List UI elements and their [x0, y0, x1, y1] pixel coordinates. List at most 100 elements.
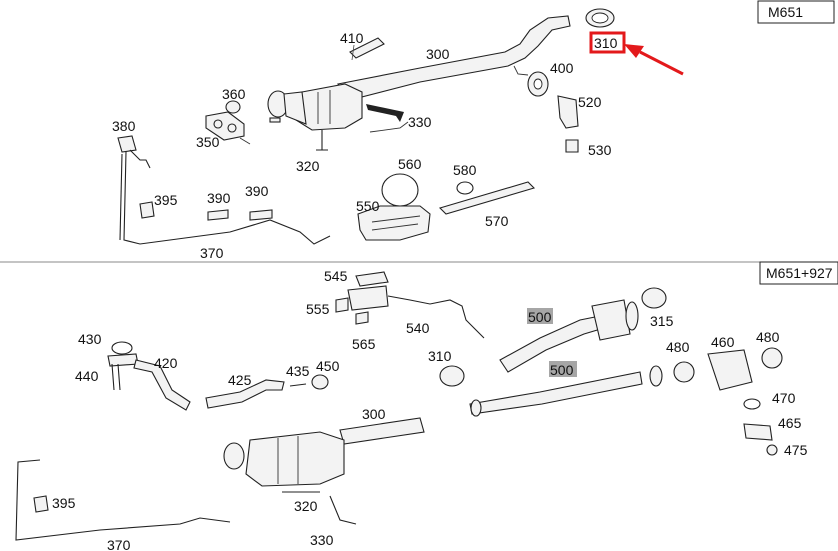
clamp-580 — [456, 181, 474, 195]
gasket-350 — [205, 111, 245, 141]
clamp-310-bottom — [439, 365, 465, 387]
clamp-310-inner — [591, 12, 609, 24]
part-360 — [225, 100, 241, 114]
callout: 580 — [453, 162, 477, 178]
arrow-330 — [366, 104, 404, 122]
callout: 440 — [75, 368, 99, 384]
front-pipe-flange — [625, 301, 639, 331]
gasket-hole-a — [213, 119, 223, 129]
bolt-350 — [239, 137, 251, 145]
highlight-arrowhead — [624, 44, 644, 58]
callout: 350 — [196, 134, 220, 150]
callout: 395 — [154, 192, 178, 208]
filter-bands — [317, 90, 331, 124]
callout: 390 — [245, 183, 269, 199]
callout: 470 — [772, 390, 796, 406]
bolt-435 — [289, 383, 307, 387]
clamp-320 — [316, 130, 328, 151]
section-code-box-bottom — [759, 261, 838, 285]
particulate-filter — [295, 83, 363, 131]
clamp-480-a — [673, 361, 695, 383]
clamp-450 — [311, 374, 329, 390]
callout: 315 — [650, 313, 674, 329]
callout: 420 — [154, 355, 178, 371]
callout: 330 — [408, 114, 432, 130]
bolt-530 — [565, 139, 579, 153]
callout: 530 — [588, 142, 612, 158]
callout: 500 — [550, 362, 574, 378]
callout: 555 — [306, 301, 330, 317]
filter-bands-bottom — [277, 436, 299, 484]
callout: 545 — [324, 268, 348, 284]
callout: 480 — [756, 329, 780, 345]
pipe-425 — [205, 379, 285, 409]
section-code-top: M651 — [768, 4, 803, 20]
clip-390-a — [207, 209, 229, 221]
callout: 395 — [52, 495, 76, 511]
section-code-box-top — [757, 0, 835, 24]
gray-label-500-a — [527, 308, 553, 324]
callout: 560 — [398, 156, 422, 172]
callout: 310 — [428, 348, 452, 364]
mount-hole — [533, 78, 543, 90]
callout: 570 — [485, 213, 509, 229]
bracket-520 — [557, 95, 579, 129]
callout: 465 — [778, 415, 802, 431]
gasket-hole-b — [227, 123, 237, 133]
gasket-560 — [381, 173, 419, 207]
part-410 — [349, 37, 385, 59]
filter-cone — [283, 91, 307, 125]
callout: 450 — [316, 358, 340, 374]
front-pipe-500-b — [469, 371, 643, 415]
clip-465 — [743, 423, 773, 441]
callout-310-highlighted: 310 — [594, 35, 618, 51]
sensor-tip — [129, 149, 151, 169]
callout: 475 — [784, 442, 808, 458]
callout: 400 — [550, 60, 574, 76]
callout: 565 — [352, 336, 376, 352]
clamp-480-b — [761, 347, 783, 369]
leader-410 — [351, 44, 355, 61]
gasket-430 — [111, 341, 133, 355]
pipe-440 — [111, 363, 121, 391]
heat-shield-550 — [357, 205, 431, 241]
highlight-box — [589, 31, 626, 54]
sensor-line-b — [119, 153, 123, 241]
filter-sensor-port — [269, 117, 281, 123]
clip-390-b — [249, 209, 273, 221]
shield-ribs — [371, 215, 421, 231]
callout: 390 — [207, 190, 231, 206]
callout: 480 — [666, 339, 690, 355]
callout: 435 — [286, 363, 310, 379]
callout: 425 — [228, 372, 252, 388]
bolt-475 — [766, 444, 778, 456]
highlight-arrow-line — [639, 50, 684, 76]
line-330-bottom — [329, 495, 357, 525]
sensor-housing-460 — [707, 349, 753, 391]
nut-555 — [335, 297, 349, 313]
line-330 — [369, 121, 409, 133]
exhaust-pipe-300 — [337, 15, 571, 101]
sensor-cable-540 — [387, 295, 485, 339]
callout: 330 — [310, 532, 334, 548]
pipe-420 — [133, 359, 191, 411]
callout: 360 — [222, 86, 246, 102]
pipe-end-a — [470, 399, 482, 417]
front-pipe-flex — [591, 299, 631, 341]
particulate-filter-bottom — [245, 431, 345, 487]
filter-inlet-bottom — [223, 442, 245, 470]
callout: 540 — [406, 320, 430, 336]
sensor-380 — [117, 135, 137, 153]
pipe-bracket — [513, 65, 529, 76]
section-bottom: M651+927 — [15, 261, 838, 551]
callout: 380 — [112, 118, 136, 134]
bracket-545 — [355, 271, 389, 287]
callout: 410 — [340, 30, 364, 46]
callout: 300 — [362, 406, 386, 422]
callout: 500 — [528, 309, 552, 325]
pipe-end-b — [649, 365, 663, 387]
callout: 320 — [296, 158, 320, 174]
clip-395 — [139, 201, 155, 219]
callout: 430 — [78, 331, 102, 347]
